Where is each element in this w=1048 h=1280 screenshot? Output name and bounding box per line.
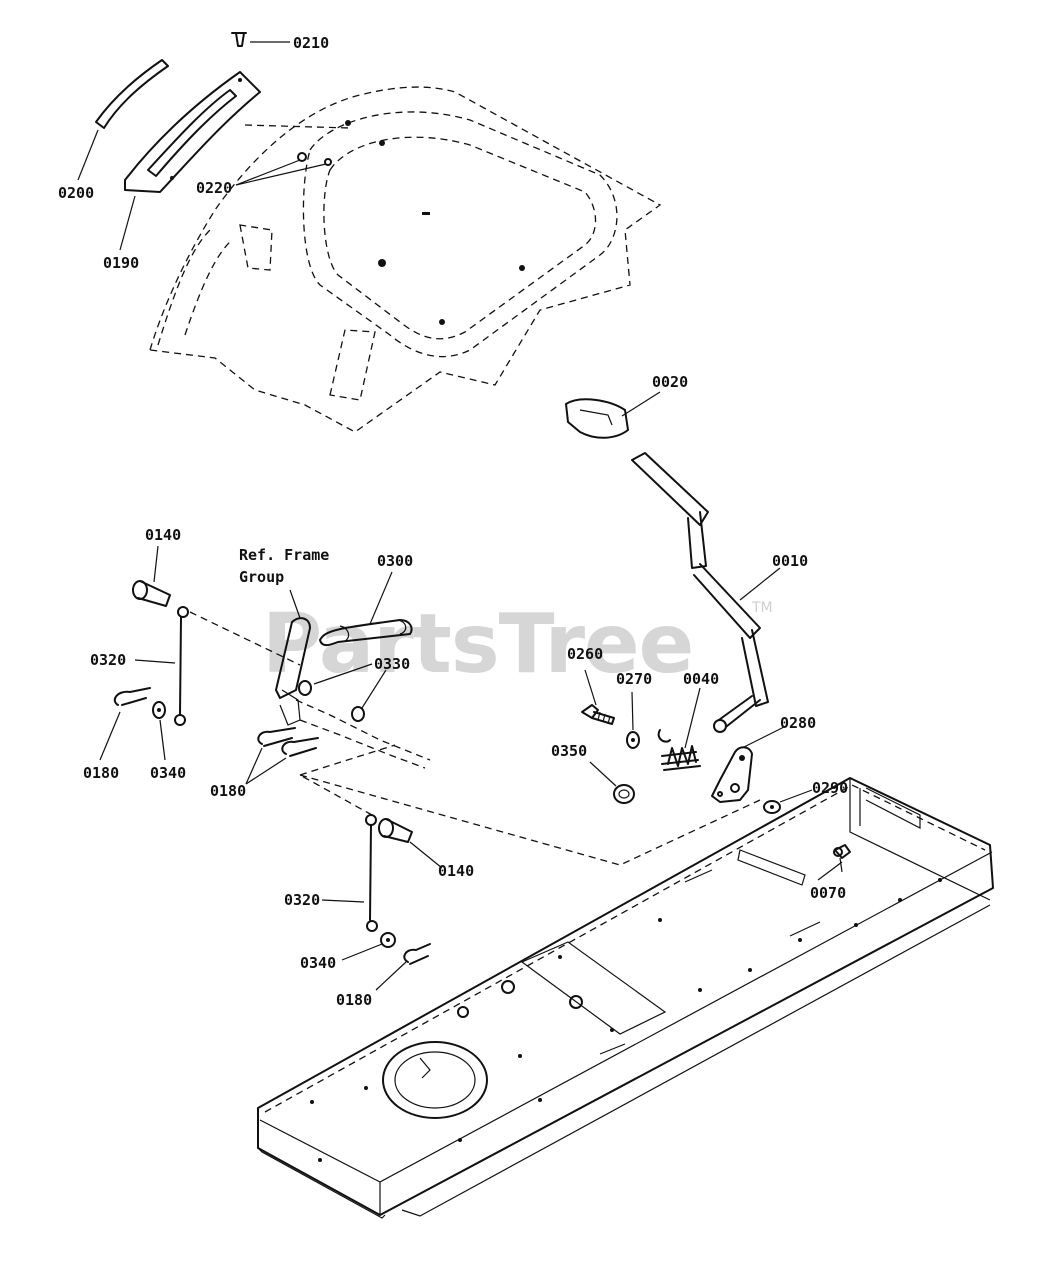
spring-0040 [657, 729, 701, 771]
label-0040: 0040 [683, 670, 719, 688]
washer-0270 [626, 731, 640, 749]
knob-0020 [565, 398, 629, 439]
fender-assembly [149, 86, 662, 433]
guide-lines [189, 611, 761, 866]
label-0280: 0280 [780, 714, 816, 732]
bolt-0260 [581, 704, 615, 725]
ref-frame-line1: Ref. Frame [239, 546, 329, 564]
label-0320-bottom: 0320 [284, 891, 320, 909]
label-0020: 0020 [652, 373, 688, 391]
ref-frame-line2: Group [239, 568, 284, 586]
label-0210: 0210 [293, 34, 329, 52]
label-0270: 0270 [616, 670, 652, 688]
washer-0340-bottom [380, 932, 396, 948]
label-0070: 0070 [810, 884, 846, 902]
shift-plate-0190 [124, 71, 261, 193]
label-0340-bottom: 0340 [300, 954, 336, 972]
screws-0220 [297, 152, 332, 166]
label-0010: 0010 [772, 552, 808, 570]
label-0180-left: 0180 [83, 764, 119, 782]
watermark-text: PartsTree [262, 597, 693, 692]
shift-lever-0010 [631, 452, 769, 733]
label-0220: 0220 [196, 179, 232, 197]
bracket-0280 [711, 746, 753, 803]
washer-0340-left [152, 701, 166, 719]
clevis-pin-0140-bottom [378, 818, 413, 843]
link-rod-0320-top [174, 606, 189, 726]
frame-bracket-ref [275, 617, 431, 769]
screw-0210 [231, 32, 247, 47]
hairpins-0180-mid [257, 727, 319, 757]
label-0180-mid: 0180 [210, 782, 246, 800]
label-0140-bottom: 0140 [438, 862, 474, 880]
label-0320-top: 0320 [90, 651, 126, 669]
label-0330: 0330 [374, 655, 410, 673]
label-0340-left: 0340 [150, 764, 186, 782]
label-0200: 0200 [58, 184, 94, 202]
clevis-pin-0140-top [132, 580, 171, 607]
washer-0290 [763, 800, 781, 814]
bolt-0070 [834, 844, 851, 873]
watermark-trademark: TM [751, 600, 773, 616]
washers-0330 [298, 680, 365, 722]
hairpin-0180-left [113, 687, 151, 706]
label-0350: 0350 [551, 742, 587, 760]
label-0190: 0190 [103, 254, 139, 272]
frame-chassis [257, 777, 994, 1219]
bushing-0350 [613, 784, 635, 804]
decal-strip-0200 [95, 59, 169, 129]
hairpin-0180-bottom [403, 943, 431, 965]
label-0260: 0260 [567, 645, 603, 663]
label-0140-top: 0140 [145, 526, 181, 544]
rod-0300 [319, 619, 413, 647]
link-rod-0320-bottom [365, 814, 378, 932]
label-0180-bottom: 0180 [336, 991, 372, 1009]
label-0300: 0300 [377, 552, 413, 570]
